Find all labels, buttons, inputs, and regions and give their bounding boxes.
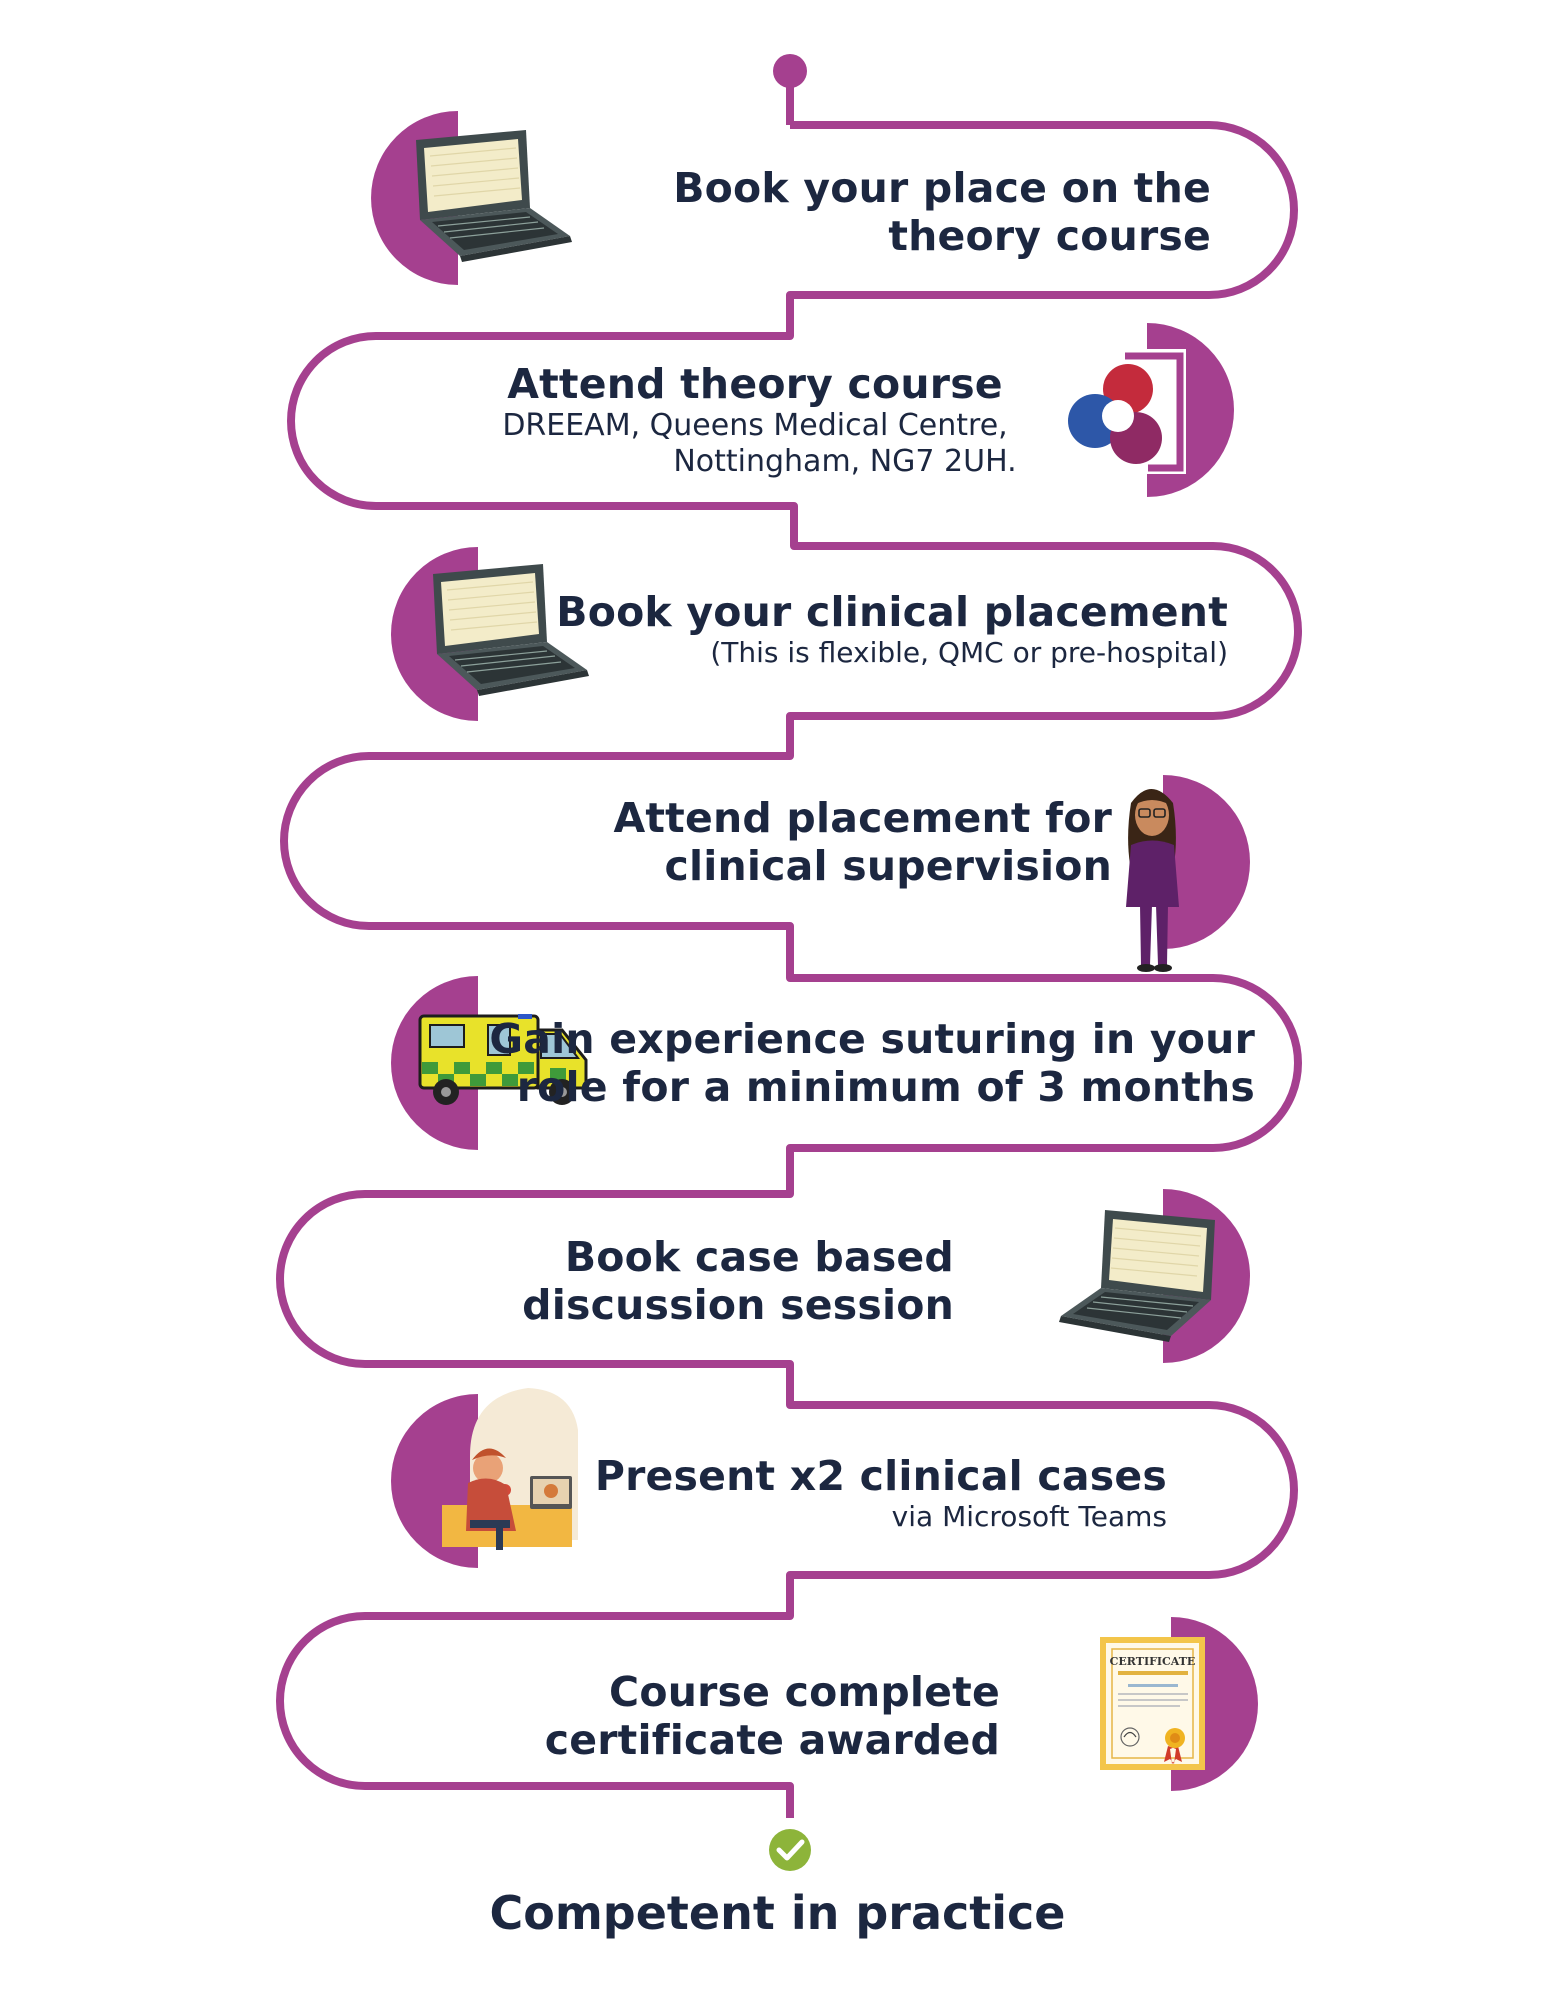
certificate-icon: CERTIFICATE (1100, 1637, 1205, 1770)
step-4-title: Attend placement for clinical supervisio… (472, 794, 1112, 891)
step-8-title-line-1: Course complete (609, 1668, 1000, 1716)
step-5-title-line-2: role for a minimum of 3 months (516, 1063, 1255, 1112)
step-2-subtitle-line-2: Nottingham, NG7 2UH. (673, 443, 1017, 479)
step-4-title-line-1: Attend placement for (613, 794, 1112, 842)
step-6-title-line-2: discussion session (522, 1281, 954, 1330)
step-8-title-line-2: certificate awarded (544, 1716, 1000, 1765)
step-2-title: Attend theory course (507, 360, 1003, 408)
clinician-avatar-icon (1126, 789, 1179, 972)
step-8-title: Course complete certificate awarded (500, 1668, 1000, 1765)
checkmark-icon (769, 1829, 811, 1871)
step-5-title: Gain experience suturing in your role fo… (455, 1015, 1255, 1112)
step-7-text: Present x2 clinical cases via Microsoft … (467, 1452, 1167, 1533)
final-outcome-label: Competent in practice (489, 1886, 1066, 1940)
step-3-title: Book your clinical placement (556, 588, 1228, 636)
step-7-subtitle: via Microsoft Teams (891, 1500, 1167, 1534)
step-7-title: Present x2 clinical cases (594, 1452, 1167, 1500)
step-3-subtitle: (This is flexible, QMC or pre-hospital) (710, 636, 1228, 670)
video-call-icon (442, 1388, 578, 1550)
path-start-dot (773, 54, 807, 88)
step-1-title-line-2: theory course (888, 212, 1211, 261)
step-1-title-line-1: Book your place on the (673, 164, 1211, 212)
certificate-title-text: CERTIFICATE (1110, 1655, 1196, 1668)
dreeam-logo-icon (1068, 349, 1186, 474)
step-2-subtitle-line-1: DREEAM, Queens Medical Centre, (502, 408, 1008, 444)
step-4-title-line-2: clinical supervision (664, 842, 1112, 891)
step-5-title-line-1: Gain experience suturing in your (489, 1015, 1255, 1063)
step-3-text: Book your clinical placement (This is fl… (488, 588, 1228, 669)
ambulance-icon (418, 1014, 588, 1105)
step-6-title: Book case based discussion session (454, 1233, 954, 1330)
step-6-title-line-1: Book case based (564, 1233, 954, 1281)
step-1-title: Book your place on the theory course (571, 164, 1211, 261)
step-2-text: Attend theory course DREEAM, Queens Medi… (430, 360, 1080, 479)
badge-step-4 (1163, 775, 1250, 949)
